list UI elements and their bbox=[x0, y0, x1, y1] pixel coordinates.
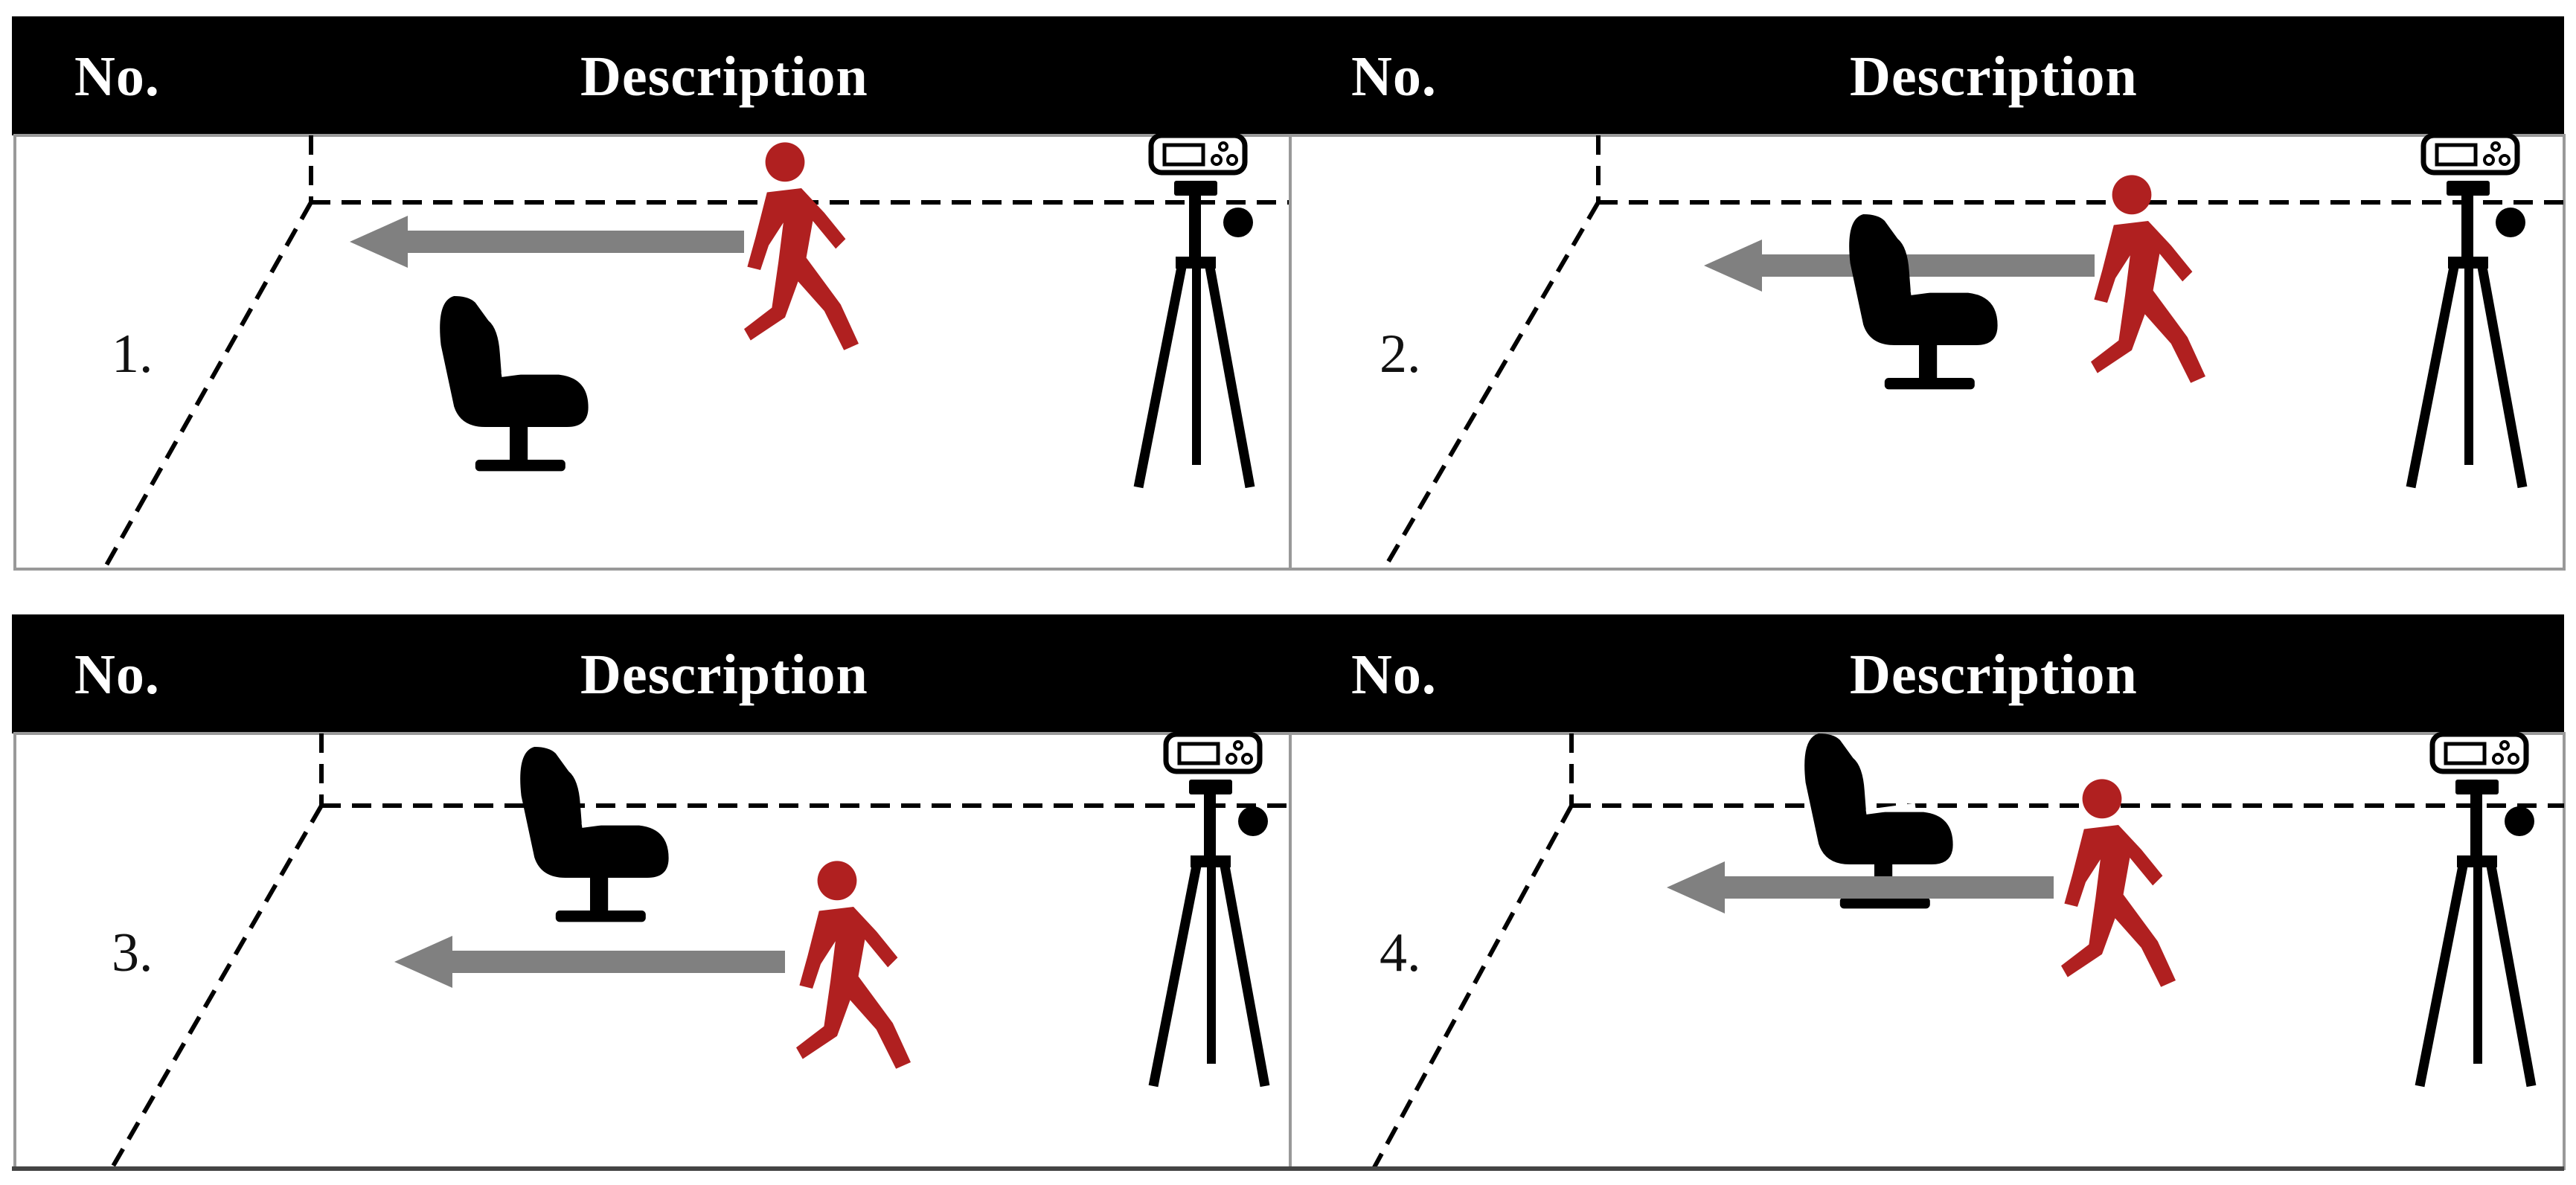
chair-icon bbox=[1849, 214, 1997, 389]
header-description: Description bbox=[1850, 45, 2138, 108]
scenario-panel-1: No. Description 1. bbox=[12, 16, 1292, 571]
chair-icon bbox=[520, 747, 668, 922]
header-description: Description bbox=[580, 643, 868, 706]
header-description: Description bbox=[1850, 643, 2138, 706]
scenario-panel-2: No. Description 2. bbox=[1289, 16, 2566, 571]
header-no: No. bbox=[1351, 643, 1437, 706]
room-outline bbox=[102, 135, 1290, 571]
header-no: No. bbox=[1351, 45, 1437, 108]
room-outline bbox=[1371, 733, 2564, 1170]
walking-person-icon bbox=[2061, 779, 2176, 987]
table-header bbox=[1290, 614, 2564, 733]
arrow-left-icon bbox=[1704, 240, 2095, 292]
header-description: Description bbox=[580, 45, 868, 108]
walking-person-icon bbox=[744, 142, 859, 350]
table-header bbox=[12, 614, 1290, 733]
scenario-panel-3: No. Description 3. bbox=[12, 614, 1292, 1170]
header-no: No. bbox=[74, 643, 160, 706]
walking-person-icon bbox=[2091, 175, 2205, 383]
scenario-number: 4. bbox=[1380, 922, 1421, 983]
scene-frame bbox=[1289, 732, 2566, 1170]
scenario-number: 3. bbox=[112, 922, 153, 983]
camera-tripod-icon bbox=[1153, 734, 1268, 1086]
arrow-left-icon bbox=[350, 216, 744, 268]
scenario-number: 1. bbox=[112, 324, 153, 385]
scenario-number: 2. bbox=[1380, 324, 1421, 385]
room-outline bbox=[109, 733, 1290, 1170]
room-outline bbox=[1382, 135, 2564, 571]
chair-icon bbox=[440, 296, 588, 471]
arrow-left-icon bbox=[394, 936, 785, 988]
scenario-panel-4: No. Description 4. bbox=[1289, 614, 2566, 1170]
arrow-left-icon bbox=[1667, 861, 2054, 913]
table-header bbox=[1290, 16, 2564, 135]
camera-tripod-icon bbox=[1138, 135, 1253, 487]
camera-tripod-icon bbox=[2411, 135, 2525, 487]
walking-person-icon bbox=[796, 861, 911, 1069]
header-no: No. bbox=[74, 45, 160, 108]
table-header bbox=[12, 16, 1290, 135]
scene-frame bbox=[1289, 134, 2566, 571]
camera-tripod-icon bbox=[2420, 734, 2534, 1086]
